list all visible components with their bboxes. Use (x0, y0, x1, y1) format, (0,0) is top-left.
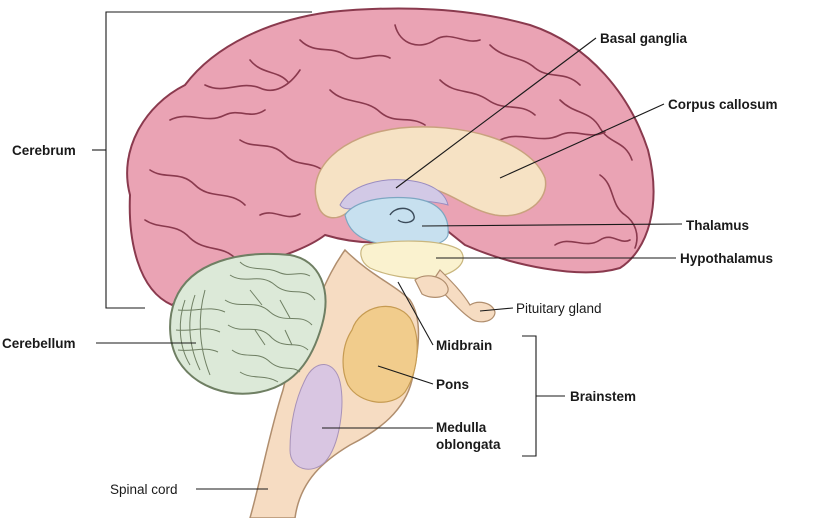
label-medulla-line2: oblongata (436, 437, 501, 452)
thalamus-inner-mark (389, 207, 415, 224)
label-pituitary-gland: Pituitary gland (516, 301, 602, 316)
cerebrum-bracket (92, 11, 312, 309)
label-hypothalamus: Hypothalamus (680, 251, 773, 266)
brainstem-bracket (522, 335, 565, 457)
label-midbrain: Midbrain (436, 338, 492, 353)
leader-pituitary-gland (479, 307, 514, 312)
leader-basal-ganglia (395, 37, 597, 189)
label-brainstem: Brainstem (570, 389, 636, 404)
thalamus-shape (344, 196, 449, 248)
label-thalamus: Thalamus (686, 218, 749, 233)
cerebellum-folia (175, 261, 316, 383)
leader-midbrain (397, 281, 434, 346)
leader-corpus-callosum (499, 103, 665, 179)
hypothalamus-shape (360, 240, 464, 280)
label-basal-ganglia: Basal ganglia (600, 31, 688, 46)
label-cerebellum: Cerebellum (2, 336, 76, 351)
label-pons: Pons (436, 377, 469, 392)
medulla-shape (289, 364, 343, 470)
label-spinal-cord: Spinal cord (110, 482, 178, 497)
pons-shape (342, 305, 418, 403)
leader-lines (96, 37, 683, 490)
label-corpus-callosum: Corpus callosum (668, 97, 778, 112)
cortex-sulci (144, 24, 638, 259)
pituitary-gland-shape (431, 269, 496, 323)
leader-thalamus (421, 223, 683, 227)
leader-pons (377, 365, 434, 385)
label-medulla-line1: Medulla (436, 420, 487, 435)
cerebellum-shape (169, 252, 327, 395)
label-cerebrum: Cerebrum (12, 143, 76, 158)
optic-bump (414, 275, 449, 298)
